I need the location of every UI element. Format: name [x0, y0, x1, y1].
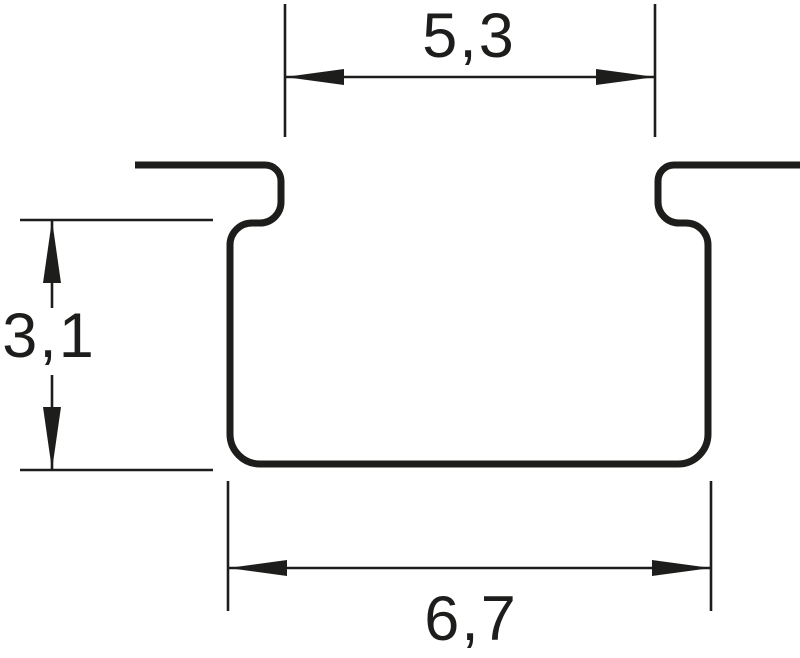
dimension-top-label-group: 5,3 — [422, 1, 516, 71]
dimension-top-label: 5,3 — [422, 1, 516, 71]
arrowhead-right — [596, 69, 655, 85]
dimension-height: 3,1 — [2, 218, 213, 472]
dimension-bottom-arrows — [228, 560, 711, 576]
dimension-height-label: 3,1 — [2, 301, 96, 371]
arrowhead-left — [228, 560, 287, 576]
dimension-bottom-lines — [226, 481, 713, 611]
profile-path — [135, 161, 800, 468]
dimension-top-arrows — [285, 69, 655, 85]
dimension-bottom-width: 6,7 — [226, 481, 713, 654]
dimension-bottom-label: 6,7 — [424, 584, 518, 654]
profile-outline — [135, 161, 800, 468]
dimension-bottom-label-group: 6,7 — [424, 584, 518, 654]
arrowhead-down — [43, 407, 61, 470]
arrowhead-right — [652, 560, 711, 576]
dimension-height-label-group: 3,1 — [2, 301, 96, 371]
dimension-top-lines — [283, 4, 657, 137]
arrowhead-left — [285, 69, 344, 85]
arrowhead-up — [43, 220, 61, 283]
dimension-top-width: 5,3 — [283, 1, 657, 137]
dimension-height-arrows — [43, 220, 61, 470]
